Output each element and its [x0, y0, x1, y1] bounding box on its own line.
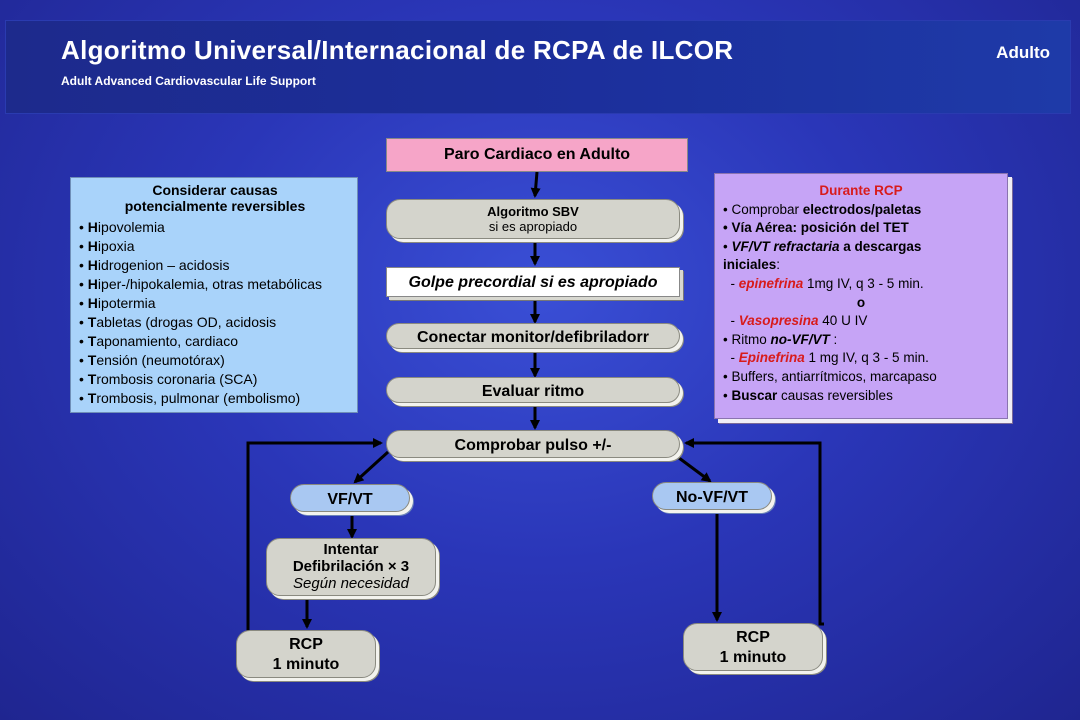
golpe-precordial-label: Golpe precordial si es apropiado — [408, 274, 658, 291]
causas-list: • Hipovolemia • Hipoxia • Hidrogenion – ac… — [79, 218, 351, 408]
algoritmo-sbv-line1: Algoritmo SBV — [487, 204, 579, 219]
evaluar-ritmo-label: Evaluar ritmo — [481, 383, 585, 400]
intentar-line3: Según necesidad — [293, 575, 409, 592]
audience-badge: Adulto — [996, 43, 1050, 62]
durante-line-epinefrina: - epinefrina 1mg IV, q 3 - 5 min. — [723, 275, 924, 291]
arrow-comprobar-vfvt — [353, 450, 390, 484]
durante-line-iniciales: iniciales: — [723, 257, 781, 273]
conectar-monitor-label: Conectar monitor/defibriladorr — [416, 329, 650, 346]
vfvt-box: VF/VT — [290, 484, 410, 512]
header-banner: Algoritmo Universal/Internacional de RCP… — [5, 20, 1071, 114]
durante-line-o: o — [856, 294, 866, 310]
intentar-line1: Intentar — [323, 541, 379, 558]
arrow-paro-sbv — [530, 171, 541, 198]
page-title: Algoritmo Universal/Internacional de RCP… — [61, 35, 734, 65]
causa-item: • Tensión (neumotórax) — [79, 352, 225, 368]
causas-heading-line2: potencialmente reversibles — [124, 198, 306, 214]
causa-item: • Hipovolemia — [79, 219, 165, 235]
page-subtitle: Adult Advanced Cardiovascular Life Suppo… — [61, 74, 316, 88]
algoritmo-sbv-box: Algoritmo SBV si es apropiado — [386, 199, 680, 239]
durante-rcp-panel: Durante RCP • Comprobar electrodos/palet… — [714, 173, 1008, 419]
algoritmo-sbv-line2: si es apropiado — [488, 219, 578, 234]
durante-line-epinefrina-2: - Epinefrina 1 mg IV, q 3 - 5 min. — [723, 350, 929, 366]
causas-reversibles-panel: Considerar causas potencialmente reversi… — [70, 177, 358, 413]
causa-item: • Hiper-/hipokalemia, otras metabólicas — [79, 276, 323, 292]
intentar-line2: Defibrilación × 3 — [292, 558, 410, 575]
arrow-comprobar-novfvt — [674, 453, 712, 483]
rcp-left-line1: RCP — [289, 636, 323, 653]
causas-heading-line1: Considerar causas — [152, 182, 278, 198]
causa-item: • Taponamiento, cardiaco — [79, 333, 239, 349]
paro-cardiaco-label: Paro Cardiaco en Adulto — [443, 146, 631, 163]
causa-item: • Hipotermia — [79, 295, 156, 311]
conectar-monitor-box: Conectar monitor/defibriladorr — [386, 323, 680, 349]
causa-item: • Trombosis, pulmonar (embolismo) — [79, 390, 301, 406]
rcp-left-line2: 1 minuto — [272, 656, 340, 673]
rcp-right-line2: 1 minuto — [719, 649, 787, 666]
durante-line-buscar: • Buscar causas reversibles — [723, 387, 893, 403]
novfvt-label: No-VF/VT — [676, 489, 748, 506]
comprobar-pulso-box: Comprobar pulso +/- — [386, 430, 680, 458]
durante-heading: Durante RCP — [819, 183, 903, 198]
durante-line-vfvt-refractaria: • VF/VT refractaria a descargas — [723, 238, 922, 254]
rcp-right-line1: RCP — [736, 629, 770, 646]
paro-cardiaco-box: Paro Cardiaco en Adulto — [386, 138, 688, 172]
rcp-right-box: RCP 1 minuto — [683, 623, 823, 671]
causa-item: • Trombosis coronaria (SCA) — [79, 371, 258, 387]
intentar-defibrilacion-box: Intentar Defibrilación × 3 Según necesid… — [266, 538, 436, 596]
durante-line-electrodos: • Comprobar electrodos/paletas — [723, 201, 922, 217]
causa-item: • Hipoxia — [79, 238, 135, 254]
golpe-precordial-box: Golpe precordial si es apropiado — [386, 267, 680, 297]
rcp-left-box: RCP 1 minuto — [236, 630, 376, 678]
durante-line-via-aerea: • Vía Aérea: posición del TET — [723, 220, 909, 236]
evaluar-ritmo-box: Evaluar ritmo — [386, 377, 680, 403]
causa-item: • Tabletas (drogas OD, acidosis — [79, 314, 277, 330]
durante-line-ritmo: • Ritmo no-VF/VT : — [723, 331, 838, 347]
causa-item: • Hidrogenion – acidosis — [79, 257, 230, 273]
durante-line-vasopresina: - Vasopresina 40 U IV — [723, 313, 868, 329]
novfvt-box: No-VF/VT — [652, 482, 772, 510]
vfvt-label: VF/VT — [327, 491, 373, 508]
durante-line-buffers: • Buffers, antiarrítmicos, marcapaso — [723, 368, 937, 384]
comprobar-pulso-label: Comprobar pulso +/- — [454, 437, 612, 454]
loop-right — [684, 438, 824, 626]
